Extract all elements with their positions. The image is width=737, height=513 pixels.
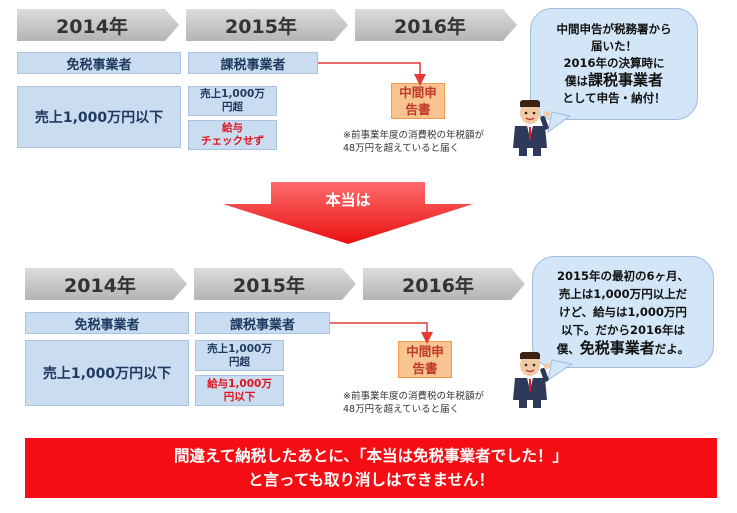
status-2014-bottom: 免税事業者 bbox=[25, 312, 189, 334]
businessman-icon bbox=[513, 352, 550, 408]
status-2015-top: 課税事業者 bbox=[188, 52, 318, 74]
salary-2015-top: 給与チェックせず bbox=[188, 120, 277, 150]
businessman-icon bbox=[513, 100, 550, 156]
speech-bubble-bottom: 2015年の最初の6ヶ月、 売上は1,000万円以上だ けど、給与は1,000万… bbox=[532, 256, 714, 368]
year-2016-bottom: 2016年 bbox=[363, 268, 525, 300]
interim-return-top: 中間申告書 bbox=[391, 83, 445, 119]
sales-2014-top: 売上1,000万円以下 bbox=[17, 86, 181, 148]
down-arrow-icon bbox=[223, 182, 473, 244]
year-2014-bottom: 2014年 bbox=[25, 268, 187, 300]
year-2015-top: 2015年 bbox=[186, 9, 348, 41]
sales-2015-bottom: 売上1,000万円超 bbox=[195, 340, 284, 371]
speech-bubble-top: 中間申告が税務署から 届いた！ 2016年の決算時に 僕は課税事業者 として申告… bbox=[530, 8, 698, 120]
salary-2015-bottom: 給与1,000万円以下 bbox=[195, 375, 284, 406]
year-2016-top: 2016年 bbox=[355, 9, 517, 41]
status-2015-bottom: 課税事業者 bbox=[195, 312, 330, 334]
arrow-label: 本当は bbox=[325, 191, 371, 209]
warning-banner: 間違えて納税したあとに、「本当は免税事業者でした！」 と言っても取り消しはできま… bbox=[25, 438, 717, 498]
status-2014-top: 免税事業者 bbox=[17, 52, 181, 74]
year-2015-bottom: 2015年 bbox=[194, 268, 356, 300]
banner-line-2: と言っても取り消しはできません！ bbox=[248, 471, 494, 489]
banner-line-1: 間違えて納税したあとに、「本当は免税事業者でした！」 bbox=[173, 447, 568, 465]
year-2014-top: 2014年 bbox=[17, 9, 179, 41]
sales-2015-top: 売上1,000万円超 bbox=[188, 86, 277, 116]
sales-2014-bottom: 売上1,000万円以下 bbox=[25, 340, 189, 406]
interim-return-bottom: 中間申告書 bbox=[398, 341, 452, 378]
